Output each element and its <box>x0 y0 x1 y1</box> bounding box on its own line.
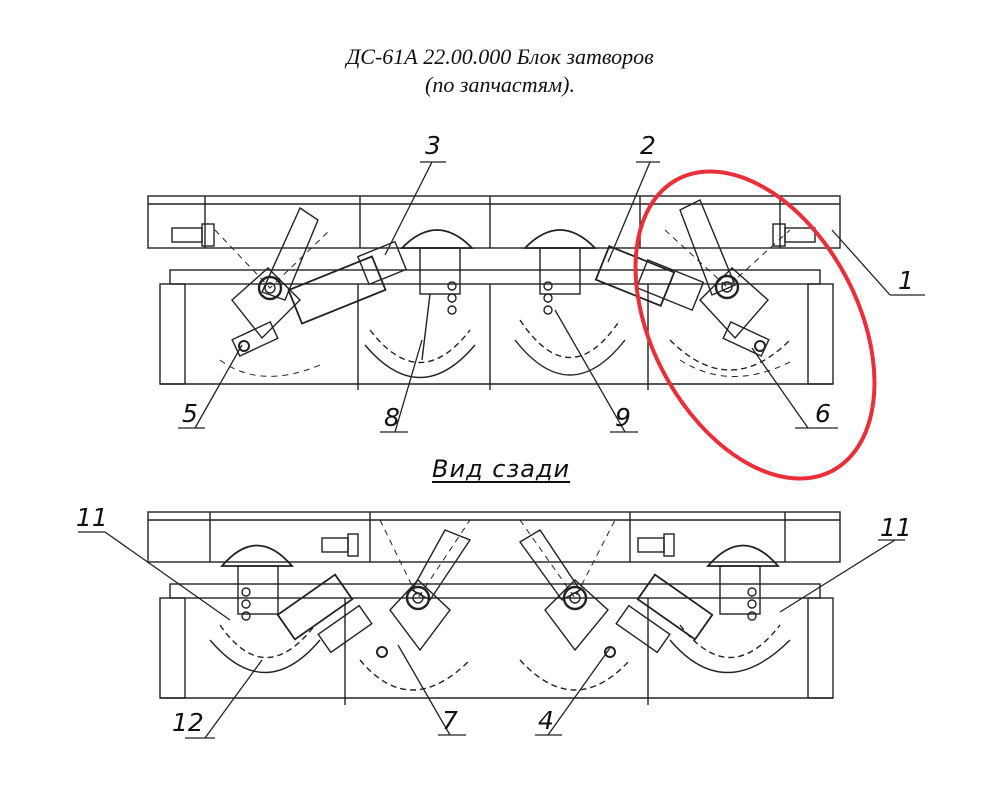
rear-view-assembly <box>78 511 905 739</box>
diagram-title: ДС-61А 22.00.000 Блок затворов <box>346 44 654 69</box>
callout-11-right: 11 <box>880 513 912 542</box>
diagram-subtitle: (по запчастям). <box>425 72 575 97</box>
callout-4: 4 <box>538 706 554 735</box>
callout-2: 2 <box>640 131 656 160</box>
callout-1: 1 <box>898 266 914 295</box>
callout-12: 12 <box>172 708 204 737</box>
top-view-assembly <box>147 161 925 433</box>
callout-5: 5 <box>182 399 198 428</box>
callout-7: 7 <box>442 706 458 735</box>
callout-3: 3 <box>425 131 441 160</box>
highlight-ellipse <box>633 169 877 481</box>
callout-6: 6 <box>815 399 831 428</box>
view-label: Вид сзади <box>432 455 571 483</box>
callout-8: 8 <box>384 403 400 432</box>
callout-11-left: 11 <box>76 503 108 532</box>
callout-9: 9 <box>615 403 631 432</box>
